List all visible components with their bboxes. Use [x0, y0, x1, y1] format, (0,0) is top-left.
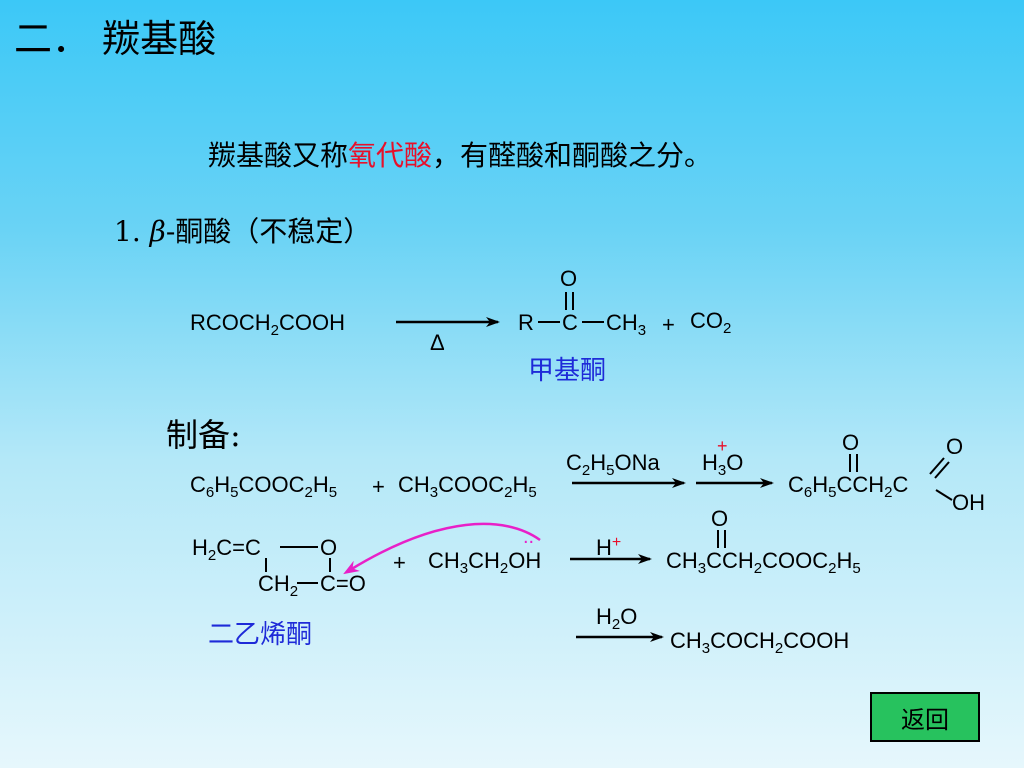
reaction2-acid-o: O [946, 434, 964, 459]
diketene-label: 二乙烯酮 [208, 620, 313, 650]
slide-title: 二． 羰基酸 [14, 17, 217, 61]
back-button[interactable]: 返回 [870, 692, 980, 742]
reaction4-product: CH3COCH2COOH [670, 628, 850, 657]
reaction1-r-group: R [518, 310, 534, 335]
reaction1-heat-symbol: Δ [430, 330, 445, 355]
intro-text: 羰基酸又称氧代酸，有醛酸和酮酸之分。 [208, 134, 712, 174]
reaction2-hydroxyl: OH [952, 490, 985, 515]
reaction3-plus: + [393, 550, 406, 575]
reaction3-ketone-o: O [711, 506, 729, 531]
reaction1-methyl: CH3 [606, 310, 647, 339]
reaction1-plus: + [662, 312, 675, 337]
reaction2-reagent-sodium-ethoxide: C2H5ONa [566, 450, 660, 479]
reaction2-reagent-hydronium: H3O [702, 450, 744, 479]
intro-post: ，有醛酸和酮酸之分。 [432, 139, 713, 172]
reaction2-reactant2: CH3COOC2H5 [398, 472, 537, 501]
section1-heading: 1. β-酮酸（不稳定） [114, 210, 371, 250]
intro-pre: 羰基酸又称 [208, 139, 349, 172]
reaction1-reactant: RCOCH2COOH [190, 310, 346, 339]
reaction2-plus: + [372, 474, 385, 499]
hydronium-plus-sign: + [717, 436, 728, 456]
methyl-ketone-label: 甲基酮 [528, 356, 607, 386]
r2-bond-oh [935, 489, 953, 501]
section1-text: -酮酸（不稳定） [165, 215, 372, 248]
reaction2-product: C6H5CCH2C [788, 472, 909, 501]
reaction1-co2: CO2 [690, 308, 732, 337]
oxygen-lone-pair: .. [523, 526, 535, 548]
diketene-top: H2C=C [192, 535, 261, 564]
curved-electron-arrow [343, 522, 541, 575]
reaction3-product: CH3CCH2COOC2H5 [666, 548, 861, 577]
reaction3-catalyst: H+ [596, 534, 622, 560]
reaction2-ketone-o: O [842, 430, 860, 455]
reaction1-carbonyl-o: O [560, 266, 578, 291]
prep-label: 制备: [166, 416, 241, 454]
diketene-carbonyl: C=O [320, 571, 366, 596]
reaction4-water: H2O [596, 604, 638, 633]
reaction1-carbon: C [562, 310, 578, 335]
section1-number: 1. [114, 215, 150, 248]
reaction3-ethanol: CH3CH2OH [428, 548, 542, 577]
diketene-ring-o: O [320, 535, 338, 560]
diketene-ch2: CH2 [258, 571, 299, 600]
r2-double-bond-d [934, 461, 950, 479]
reaction2-reactant1: C6H5COOC2H5 [190, 472, 338, 501]
beta-symbol: β [149, 215, 166, 248]
r2-double-bond-c [929, 457, 945, 475]
intro-highlight: 氧代酸 [348, 139, 433, 172]
